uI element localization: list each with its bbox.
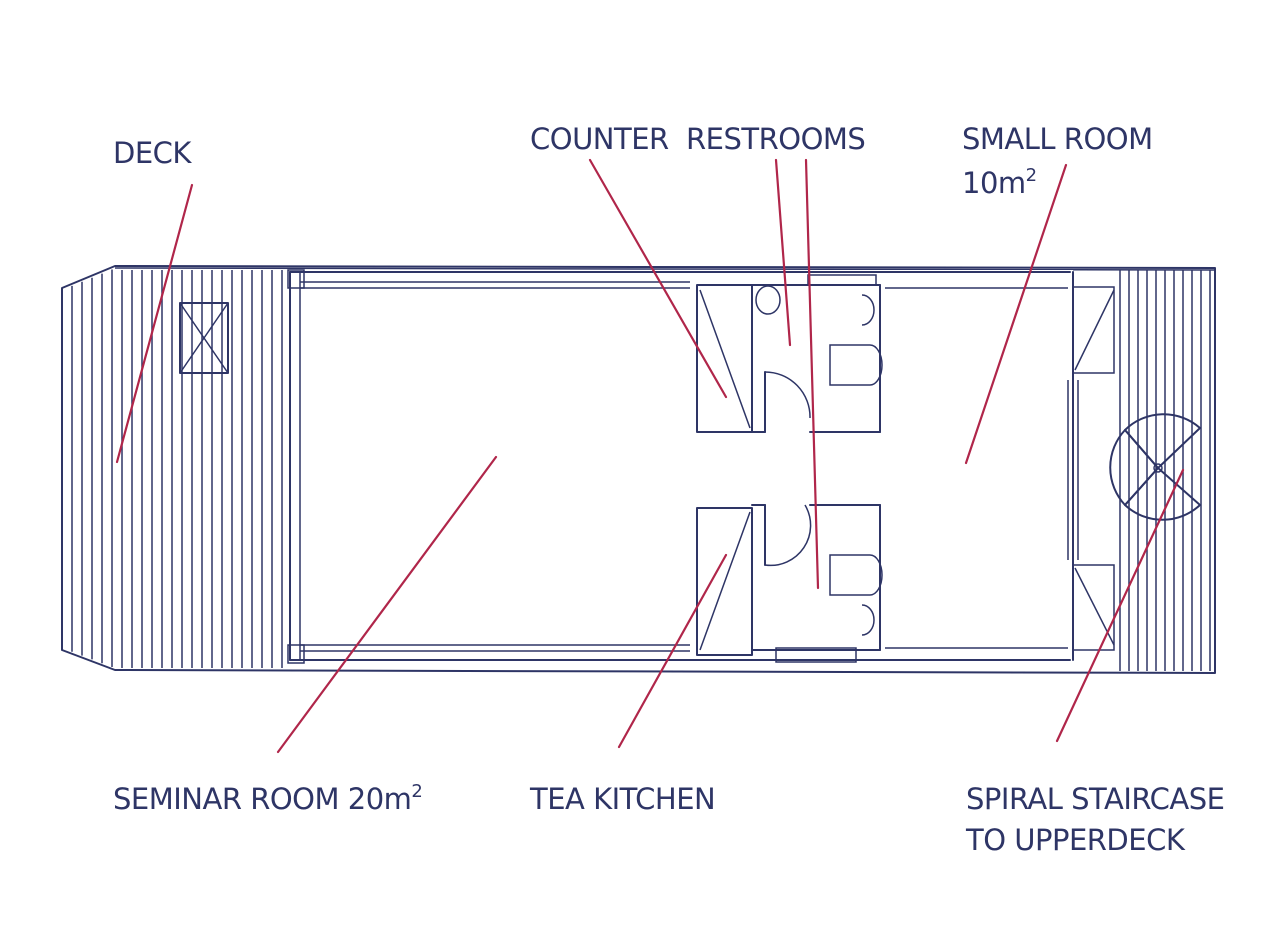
deck-planks <box>71 269 283 668</box>
label-restrooms: RESTROOMS <box>686 122 866 156</box>
leader-restrooms-1 <box>774 158 792 347</box>
leader-seminar-room <box>276 455 498 754</box>
leader-counter <box>588 158 728 399</box>
leader-lines <box>115 158 1185 754</box>
label-tea-kitchen: TEA KITCHEN <box>530 782 716 816</box>
leader-small-room <box>964 163 1068 465</box>
label-counter: COUNTER <box>530 122 669 156</box>
label-deck: DECK <box>113 136 191 170</box>
seminar-room-unit-sup: 2 <box>411 781 423 802</box>
label-seminar-room: SEMINAR ROOM 20m2 <box>113 781 423 821</box>
leader-tea-kitchen <box>617 553 728 749</box>
leader-spiral-staircase <box>1055 468 1185 743</box>
label-spiral-staircase-line2: TO UPPERDECK <box>966 823 1185 857</box>
label-small-room: SMALL ROOM <box>962 122 1153 156</box>
leader-deck <box>115 183 194 464</box>
top-window <box>807 274 877 286</box>
leader-restrooms-2 <box>804 158 820 590</box>
small-room-area-value: 10m <box>962 166 1026 200</box>
small-room-details <box>879 284 1115 651</box>
deck-hatch <box>179 302 229 374</box>
cabin-walls <box>287 269 1074 664</box>
label-small-room-area: 10m2 <box>962 165 1037 205</box>
seminar-room-text: SEMINAR ROOM 20m <box>113 782 412 816</box>
rear-deck-planks <box>1119 270 1211 671</box>
label-spiral-staircase-line1: SPIRAL STAIRCASE <box>966 782 1225 816</box>
small-room-area-unit-sup: 2 <box>1025 165 1037 186</box>
spiral-staircase <box>1109 413 1201 521</box>
